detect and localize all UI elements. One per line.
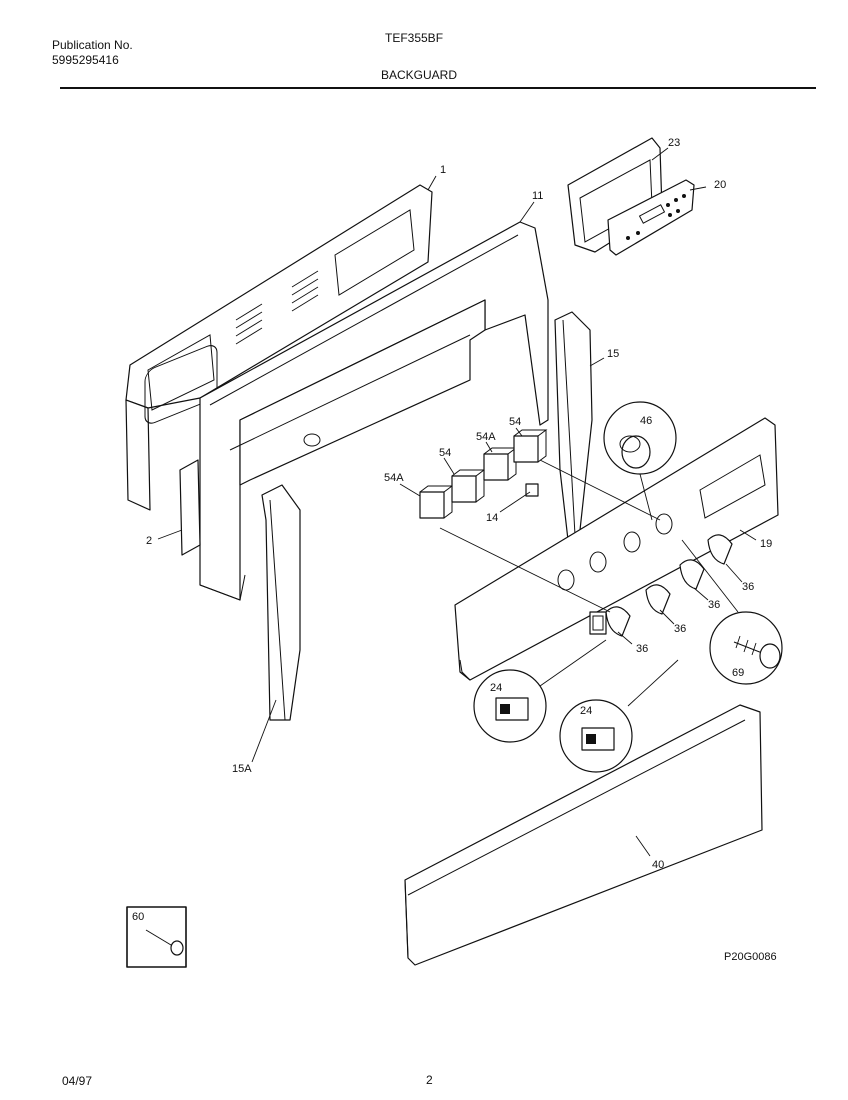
callout-69: 69 bbox=[732, 667, 744, 679]
part-36-knobs bbox=[605, 534, 733, 637]
detail-24-rocker-switch-left bbox=[473, 639, 607, 743]
callout-15: 15 bbox=[607, 348, 619, 360]
part-15-right-end-cap bbox=[554, 311, 593, 541]
callout-36-a: 36 bbox=[742, 581, 754, 593]
part-54A-switch-lower bbox=[419, 485, 454, 519]
part-15A-left-end-cap bbox=[261, 484, 301, 721]
callout-36-d: 36 bbox=[636, 643, 648, 655]
callout-15A: 15A bbox=[232, 763, 252, 775]
detail-24-rocker-switch-right bbox=[559, 659, 679, 773]
detail-46-knob-cap bbox=[603, 401, 677, 521]
callout-60: 60 bbox=[132, 911, 144, 923]
part-40-lower-trim bbox=[404, 704, 763, 966]
callout-23: 23 bbox=[668, 137, 680, 149]
callout-14: 14 bbox=[486, 512, 498, 524]
diagram-code: P20G0086 bbox=[724, 951, 777, 963]
part-11-backguard-frame bbox=[199, 221, 549, 601]
callout-11: 11 bbox=[532, 190, 543, 202]
part-19-control-panel bbox=[454, 417, 779, 681]
callout-19: 19 bbox=[760, 538, 772, 550]
footer-page-number: 2 bbox=[426, 1073, 433, 1087]
footer-date: 04/97 bbox=[62, 1074, 93, 1088]
detail-69-screw bbox=[681, 539, 783, 685]
header-rule bbox=[60, 87, 816, 89]
callout-24-left: 24 bbox=[490, 682, 502, 694]
callout-1: 1 bbox=[440, 164, 446, 176]
callout-36-b: 36 bbox=[708, 599, 720, 611]
callout-54A-upper: 54A bbox=[476, 431, 496, 443]
callout-54-upper: 54 bbox=[509, 416, 521, 428]
model-number: TEF355BF bbox=[385, 31, 444, 45]
part-1-rear-panel bbox=[125, 184, 433, 511]
part-24-switch-mounted bbox=[589, 611, 607, 635]
part-14-connector bbox=[525, 483, 539, 497]
part-54-switch-upper bbox=[513, 429, 548, 463]
section-title: BACKGUARD bbox=[381, 68, 458, 82]
callout-20: 20 bbox=[714, 179, 726, 191]
callout-54-lower: 54 bbox=[439, 447, 451, 459]
callout-labels: 1 11 23 20 15 54 54A 54 54A 46 14 19 2 3… bbox=[132, 137, 777, 963]
publication-label: Publication No. bbox=[52, 38, 133, 52]
part-54-switch-lower bbox=[451, 469, 486, 503]
leader-lines bbox=[157, 147, 757, 857]
publication-number: 5995295416 bbox=[52, 53, 119, 67]
callout-36-c: 36 bbox=[674, 623, 686, 635]
part-54A-switch-upper bbox=[483, 447, 518, 481]
part-60-screw-inset bbox=[126, 906, 187, 968]
callout-54A-lower: 54A bbox=[384, 472, 404, 484]
callout-2: 2 bbox=[146, 535, 152, 547]
callout-40: 40 bbox=[652, 859, 664, 871]
part-20-control-overlay bbox=[607, 179, 695, 256]
callout-24-right: 24 bbox=[580, 705, 592, 717]
callout-46: 46 bbox=[640, 415, 652, 427]
part-2-side-bracket bbox=[179, 459, 201, 556]
